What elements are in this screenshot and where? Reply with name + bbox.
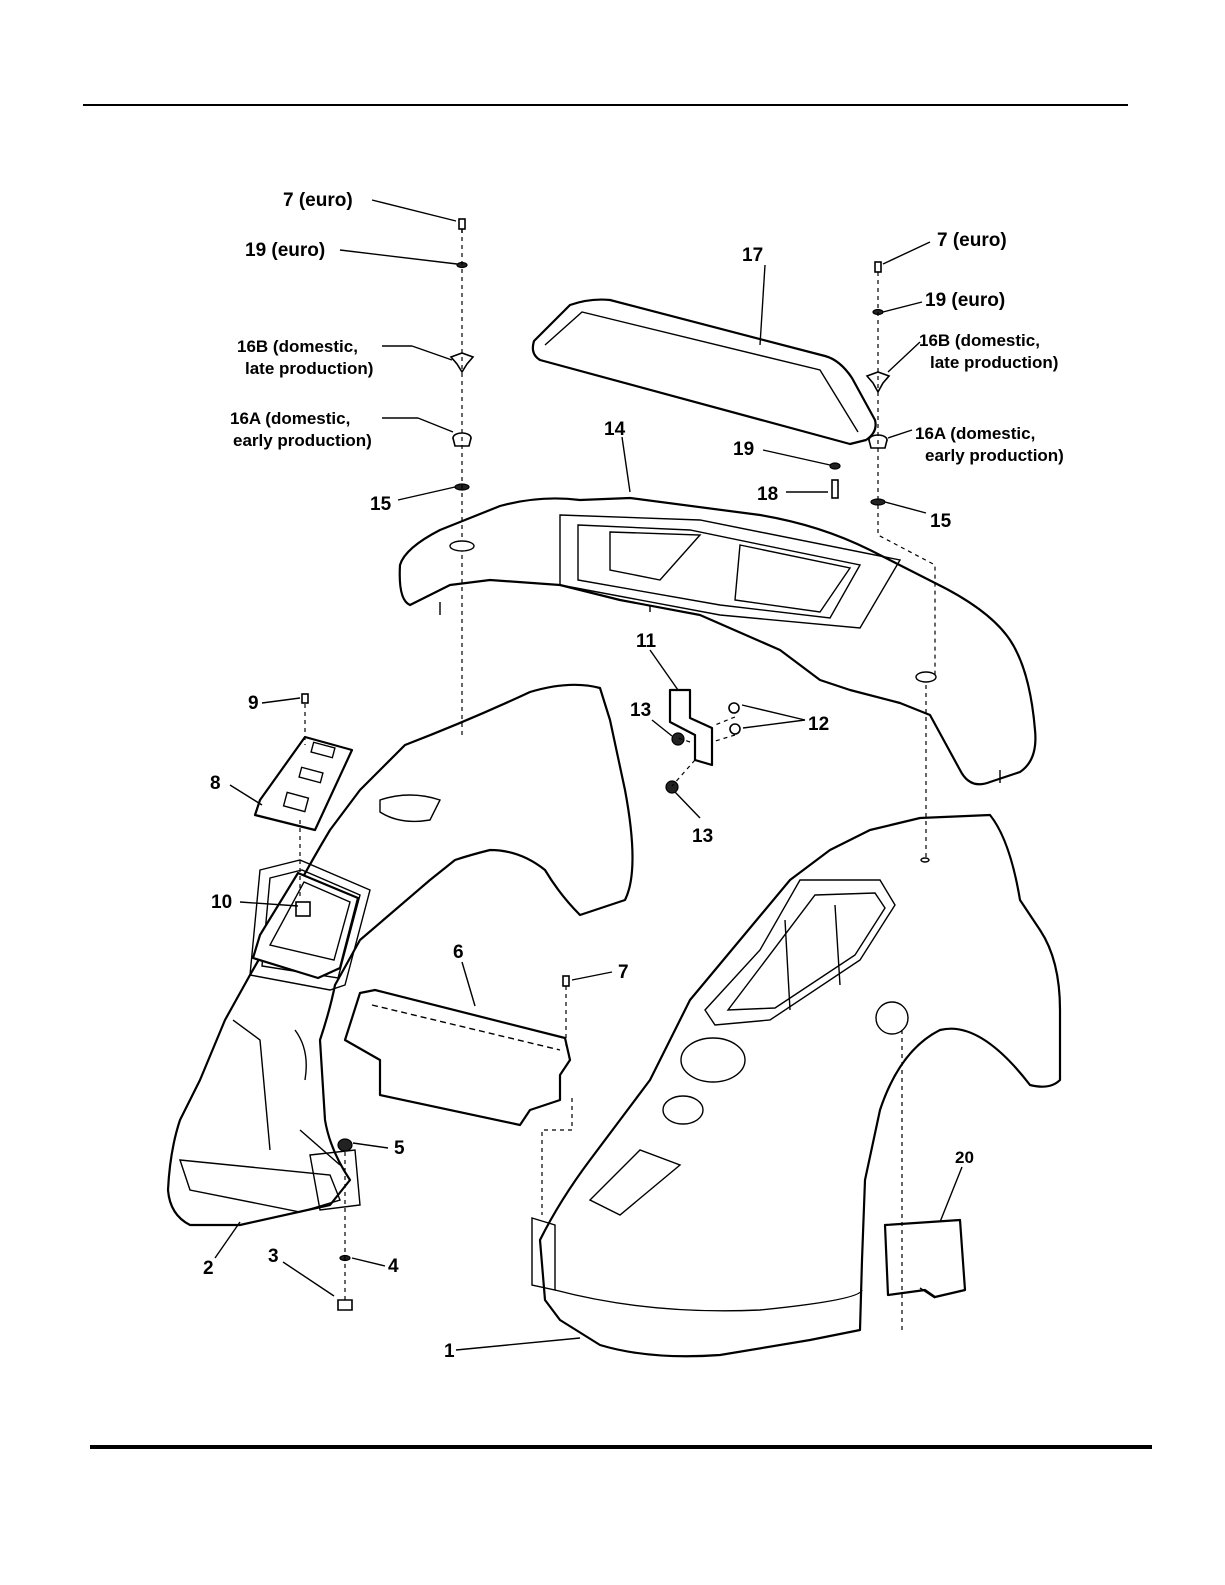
label-5: 5 xyxy=(394,1138,405,1159)
label-16b-left-line1: 16B (domestic, xyxy=(237,337,358,356)
part-17-cover xyxy=(533,300,876,444)
label-16a-left-line2: early production) xyxy=(233,431,372,450)
label-15-right: 15 xyxy=(930,511,952,532)
label-2: 2 xyxy=(203,1258,214,1279)
label-13-bottom: 13 xyxy=(692,826,713,847)
label-16a-left-line1: 16A (domestic, xyxy=(230,409,350,428)
label-16b-right-line2: late production) xyxy=(930,353,1058,372)
label-7-mid: 7 xyxy=(618,962,629,983)
label-6: 6 xyxy=(453,942,464,963)
label-18: 18 xyxy=(757,484,778,505)
part-20-clip xyxy=(885,1220,965,1298)
label-10: 10 xyxy=(211,892,232,913)
label-4: 4 xyxy=(388,1256,399,1277)
label-16b-right-line1: 16B (domestic, xyxy=(919,331,1040,350)
part-8-plate xyxy=(255,737,352,830)
label-12: 12 xyxy=(808,714,829,735)
part-6-plate xyxy=(345,990,570,1125)
label-16a-right-line2: early production) xyxy=(925,446,1064,465)
label-7-euro-right: 7 (euro) xyxy=(937,230,1007,251)
label-17: 17 xyxy=(742,245,763,266)
label-19-euro-left: 19 (euro) xyxy=(245,240,325,261)
hardware-18-19 xyxy=(830,463,840,498)
screw-9 xyxy=(302,694,308,703)
screw-7-mid xyxy=(563,976,569,986)
label-20: 20 xyxy=(955,1148,974,1167)
label-16a-right-line1: 16A (domestic, xyxy=(915,424,1035,443)
label-7-euro-left: 7 (euro) xyxy=(283,190,353,211)
label-8: 8 xyxy=(210,773,221,794)
label-3: 3 xyxy=(268,1246,279,1267)
part-11-bracket xyxy=(670,690,712,765)
label-15-left: 15 xyxy=(370,494,392,515)
label-11: 11 xyxy=(636,631,657,652)
label-14: 14 xyxy=(604,419,626,440)
label-16b-left-line2: late production) xyxy=(245,359,373,378)
label-9: 9 xyxy=(248,693,259,714)
hardware-left-stack xyxy=(451,219,473,490)
label-19-euro-right: 19 (euro) xyxy=(925,290,1005,311)
label-13-top: 13 xyxy=(630,700,651,721)
label-19-mid: 19 xyxy=(733,439,754,460)
label-1: 1 xyxy=(444,1341,455,1362)
